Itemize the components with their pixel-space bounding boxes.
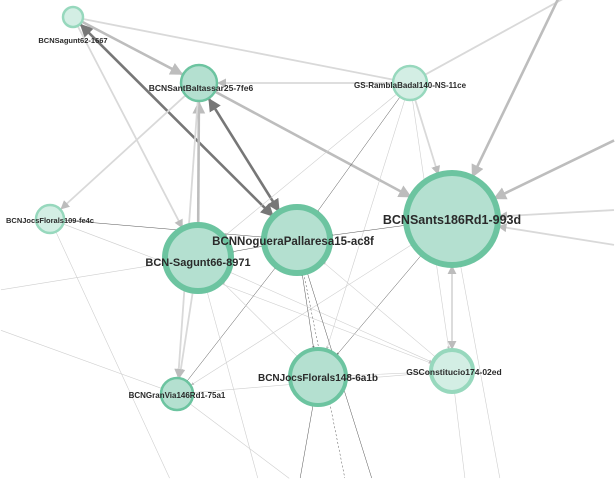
graph-edge <box>215 90 412 198</box>
graph-edge <box>83 18 393 81</box>
node-label: GSConstitucio174-02ed <box>406 367 501 377</box>
graph-node[interactable] <box>159 376 195 412</box>
graph-edge <box>190 403 290 479</box>
node-label: BCNGranVia146Rd1-75a1 <box>129 391 226 400</box>
node-label: BCNJocsFlorals148-6a1b <box>258 373 378 384</box>
graph-edge <box>460 265 501 479</box>
node-label: BCNSantBaltassar25-7fe6 <box>149 83 254 93</box>
graph-edge <box>498 209 615 221</box>
node-label: BCNNogueraPallaresa15-ac8f <box>212 236 374 248</box>
node-label: BCNJocsFlorals109-fe4c <box>6 216 94 225</box>
graph-edge <box>346 371 431 378</box>
graph-edge <box>60 95 186 210</box>
graph-edge <box>414 99 441 175</box>
graph-edge <box>493 139 615 200</box>
graph-edge <box>0 330 162 389</box>
graph-node[interactable] <box>179 63 219 103</box>
graph-edge <box>0 263 165 291</box>
graph-edge <box>326 100 405 350</box>
graph-edge <box>322 261 436 358</box>
graph-node[interactable] <box>288 347 348 407</box>
node-label: BCN-Sagunt66-8971 <box>145 257 250 269</box>
graph-node[interactable] <box>391 64 429 102</box>
graph-edge <box>497 223 615 246</box>
graph-edge <box>471 0 560 178</box>
node-label: BCNSagunt62-1667 <box>38 36 107 45</box>
node-label: BCNSants186Rd1-993d <box>383 213 521 227</box>
graph-edge <box>336 254 422 356</box>
graph-edge <box>228 271 433 363</box>
graph-node[interactable] <box>261 204 333 276</box>
graph-edge <box>207 98 281 213</box>
graph-edge <box>221 281 298 357</box>
graph-node[interactable] <box>34 203 66 235</box>
graph-edge <box>56 232 170 479</box>
graph-edge <box>454 392 466 479</box>
graph-edge <box>63 224 432 364</box>
graph-edge <box>82 20 184 76</box>
graph-nodes <box>34 5 501 412</box>
node-label: GS-RamblaBadal140-NS-11ce <box>354 81 467 90</box>
graph-edge <box>301 273 315 349</box>
graph-node[interactable] <box>162 222 234 294</box>
graph-edge <box>176 291 194 379</box>
graph-edge <box>316 97 400 213</box>
graph-node[interactable] <box>61 5 85 29</box>
graph-edge <box>223 94 397 237</box>
graph-edge <box>425 0 563 76</box>
graph-node[interactable] <box>403 170 501 268</box>
graph-edge <box>64 220 264 239</box>
graph-edge <box>206 290 259 479</box>
graph-edge <box>77 26 184 229</box>
graph-edge <box>231 245 264 253</box>
graph-edge <box>299 405 314 479</box>
graph-edge <box>330 225 406 237</box>
graph-edge <box>187 266 277 381</box>
graph-edge <box>79 23 274 217</box>
graph-edge <box>192 100 206 225</box>
graph-node[interactable] <box>429 348 475 394</box>
